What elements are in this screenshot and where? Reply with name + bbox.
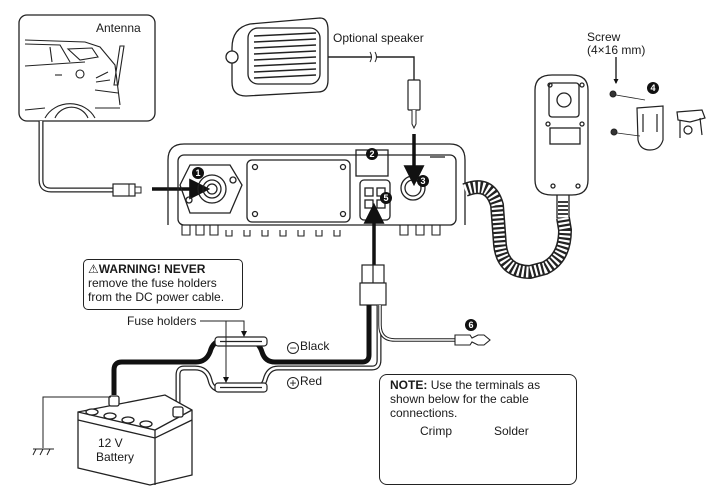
car-icon bbox=[24, 39, 125, 119]
red-label: +Red bbox=[287, 374, 322, 389]
antenna-plug-icon bbox=[112, 183, 142, 197]
plus-symbol-icon: + bbox=[287, 377, 299, 389]
speaker-plug-icon bbox=[407, 79, 421, 130]
antenna-label: Antenna bbox=[96, 21, 141, 35]
callout-5-dc-socket: 5 bbox=[380, 192, 392, 204]
note-box: NOTE: Use the terminals as shown below f… bbox=[379, 374, 577, 485]
ground-symbol-icon bbox=[32, 448, 54, 456]
fuse-holder-red bbox=[214, 382, 268, 393]
warning-line-3: from the DC power cable. bbox=[88, 290, 225, 304]
transceiver-rear-panel bbox=[167, 143, 466, 237]
ground-wire bbox=[42, 396, 111, 448]
screw-size-label: (4×16 mm) bbox=[587, 43, 646, 57]
callout-2: 2 bbox=[366, 148, 378, 160]
warning-triangle-icon: ⚠ bbox=[88, 262, 99, 276]
mic-bracket-icon bbox=[636, 105, 706, 151]
optional-speaker-label: Optional speaker bbox=[333, 31, 424, 45]
black-label: −Black bbox=[287, 339, 329, 354]
battery-icon bbox=[77, 394, 193, 486]
battery-label: Battery bbox=[96, 450, 135, 464]
speaker-icon bbox=[225, 17, 329, 97]
callout-1-antenna-connector: 1 bbox=[192, 167, 204, 179]
microphone-icon bbox=[534, 74, 589, 219]
callout-6-accessory-lead: 6 bbox=[465, 319, 477, 331]
callout-4-bracket: 4 bbox=[647, 82, 659, 94]
minus-symbol-icon: − bbox=[287, 342, 299, 354]
speaker-cable bbox=[328, 56, 415, 85]
solder-label: Solder bbox=[494, 424, 529, 438]
fuse-holder-black bbox=[214, 336, 268, 347]
note-line-3: connections. bbox=[390, 406, 458, 420]
accessory-terminal-icon bbox=[454, 334, 491, 346]
note-line-2: shown below for the cable bbox=[390, 392, 529, 406]
note-line-1: Use the terminals as bbox=[430, 378, 541, 392]
note-title: NOTE: bbox=[390, 378, 428, 392]
screw-icon bbox=[609, 90, 646, 137]
battery-voltage-label: 12 V bbox=[98, 436, 123, 450]
dc-plug-icon bbox=[359, 264, 387, 306]
antenna-cable bbox=[38, 121, 113, 193]
fuse-holders-label: Fuse holders bbox=[127, 314, 197, 328]
warning-box: ⚠WARNING! NEVER remove the fuse holders … bbox=[83, 259, 243, 310]
warning-line-2: remove the fuse holders bbox=[88, 276, 217, 290]
callout-3-speaker-jack: 3 bbox=[417, 175, 429, 187]
antenna-panel bbox=[18, 14, 156, 122]
accessory-lead bbox=[378, 305, 455, 342]
coiled-mic-cord bbox=[462, 180, 573, 280]
crimp-label: Crimp bbox=[420, 424, 452, 438]
screw-label: Screw bbox=[587, 30, 621, 44]
warning-title: WARNING! NEVER bbox=[98, 262, 206, 276]
